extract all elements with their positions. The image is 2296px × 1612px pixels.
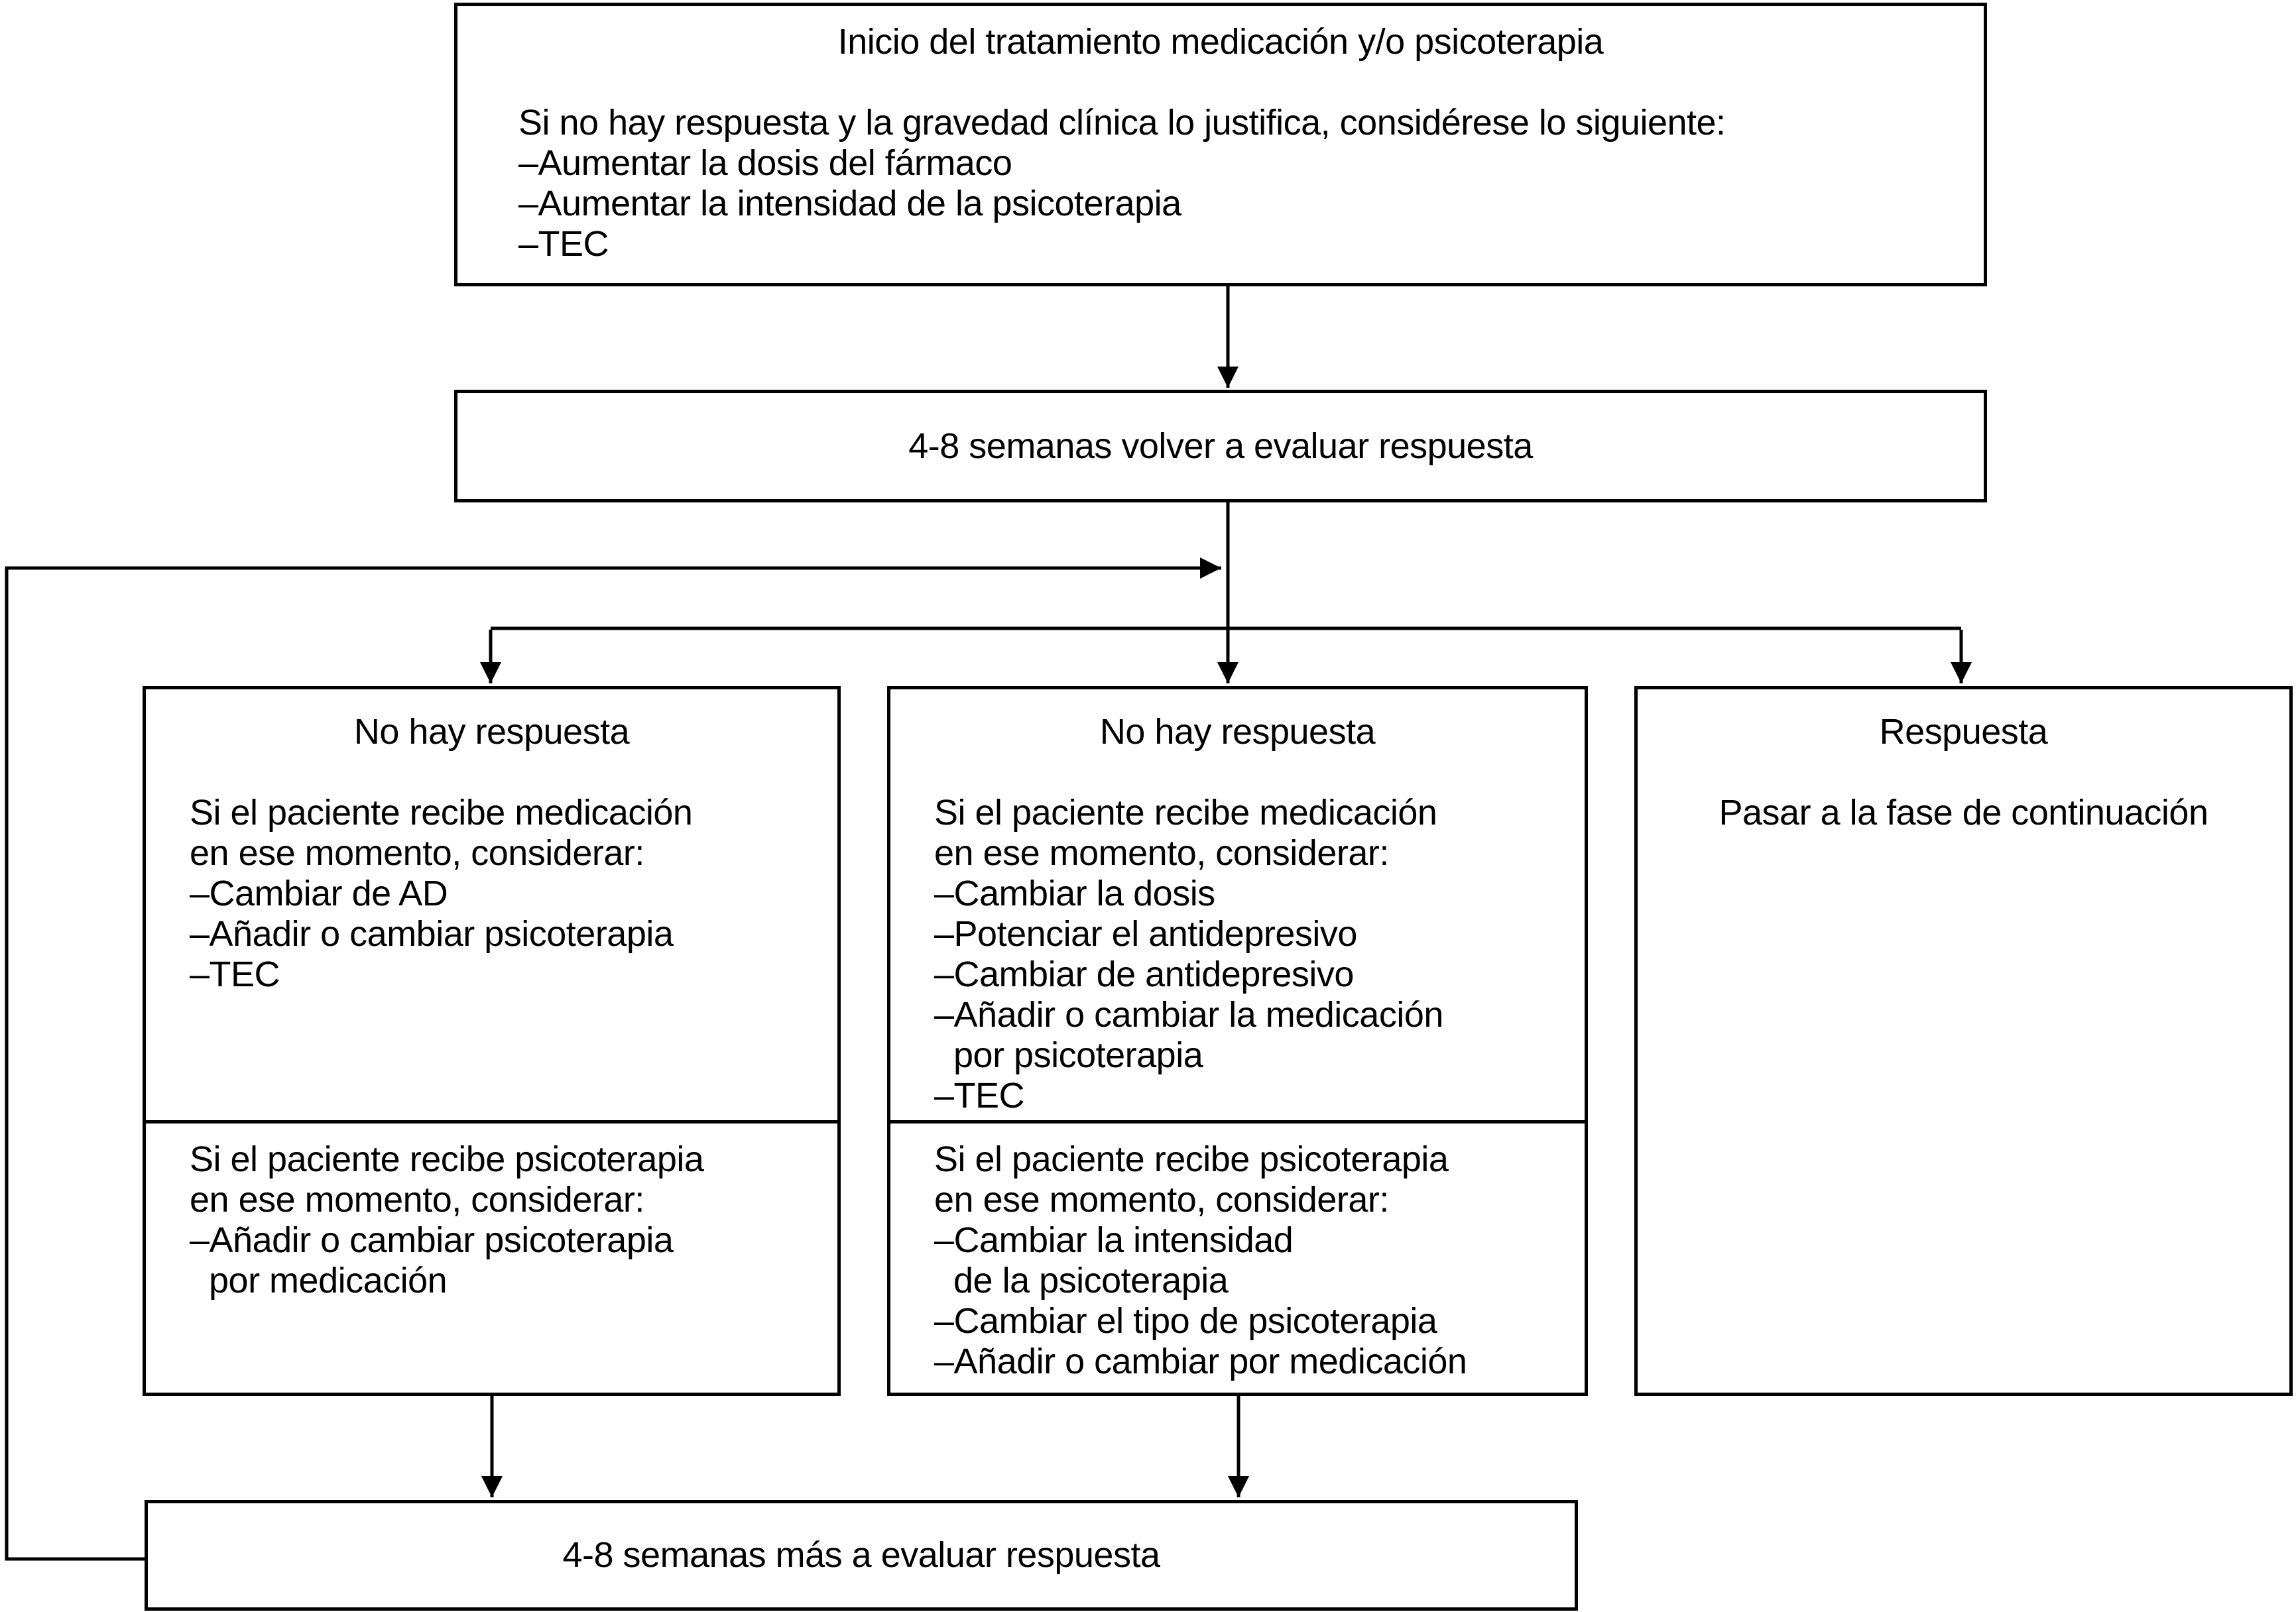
no-response-adjust-psychotherapy-text: Si el paciente recibe psicoterapia en es… (934, 1139, 1467, 1381)
no-response-switch-psychotherapy-section: Si el paciente recibe psicoterapia en es… (146, 1120, 837, 1393)
no-response-adjust-box: No hay respuesta Si el paciente recibe m… (887, 686, 1588, 1396)
no-response-adjust-psychotherapy-section: Si el paciente recibe psicoterapia en es… (890, 1120, 1585, 1393)
no-response-adjust-medication-section: No hay respuesta Si el paciente recibe m… (890, 689, 1585, 1120)
no-response-switch-medication-text: Si el paciente recibe medicación en ese … (190, 793, 693, 994)
start-box-title: Inicio del tratamiento medicación y/o ps… (837, 22, 1604, 62)
response-box-title: Respuesta (1879, 712, 2048, 752)
start-box-body: Si no hay respuesta y la gravedad clínic… (518, 103, 1726, 264)
response-box-body: Pasar a la fase de continuación (1719, 793, 2209, 833)
no-response-adjust-medication-text: Si el paciente recibe medicación en ese … (934, 793, 1443, 1116)
start-box: Inicio del tratamiento medicación y/o ps… (454, 3, 1987, 286)
reevaluation-box: 4-8 semanas más a evaluar respuesta (145, 1500, 1578, 1611)
no-response-adjust-title: No hay respuesta (1099, 712, 1376, 752)
no-response-switch-psychotherapy-text: Si el paciente recibe psicoterapia en es… (190, 1139, 704, 1300)
evaluation-box: 4-8 semanas volver a evaluar respuesta (454, 390, 1987, 502)
evaluation-box-label: 4-8 semanas volver a evaluar respuesta (908, 426, 1533, 466)
reevaluation-box-label: 4-8 semanas más a evaluar respuesta (562, 1535, 1160, 1575)
no-response-switch-medication-section: No hay respuesta Si el paciente recibe m… (146, 689, 837, 1120)
no-response-switch-title: No hay respuesta (353, 712, 630, 752)
response-box: Respuesta Pasar a la fase de continuació… (1634, 686, 2293, 1396)
no-response-switch-box: No hay respuesta Si el paciente recibe m… (143, 686, 841, 1396)
